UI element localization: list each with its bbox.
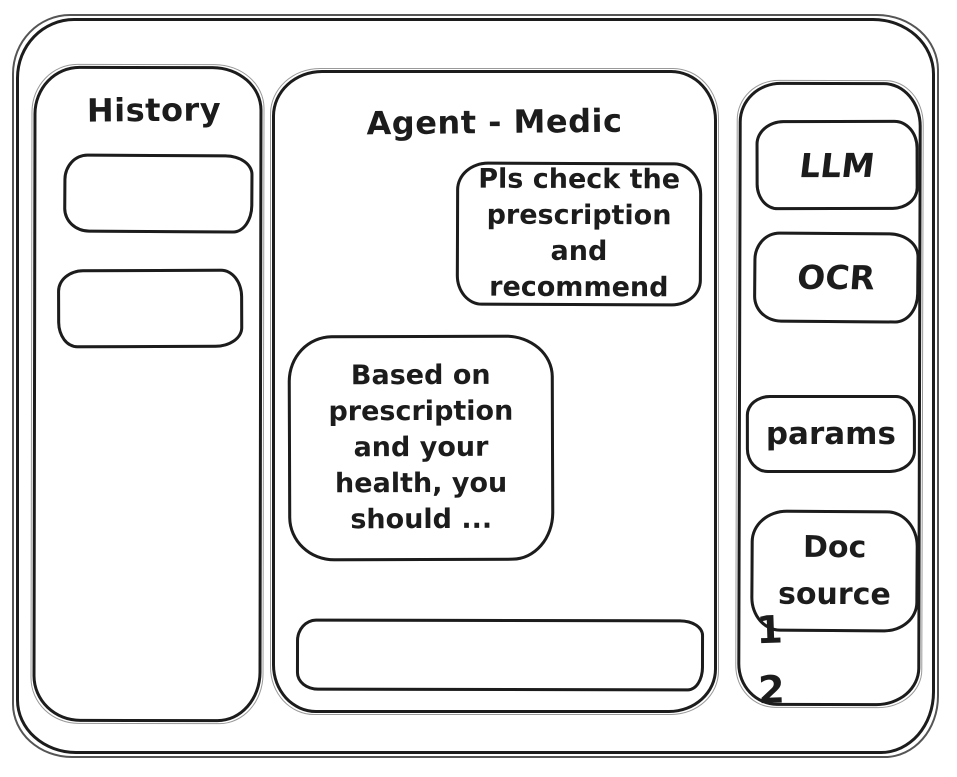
ocr-button-label: OCR [795, 257, 877, 298]
tools-panel: LLM OCR params Doc source 1 2 [737, 81, 922, 713]
history-title: History [86, 90, 222, 130]
chat-panel: Agent - Medic Pls check the prescription… [270, 68, 719, 715]
chat-title: Agent - Medic [366, 101, 623, 143]
user-message-bubble: Pls check the prescription and recommend [455, 161, 703, 307]
doc-source-item-1[interactable]: 1 [755, 607, 784, 653]
history-panel: History [32, 65, 263, 723]
llm-button-label: LLM [797, 145, 877, 185]
params-button-label: params [765, 415, 896, 453]
assistant-message-bubble: Based on prescription and your health, y… [287, 334, 555, 562]
history-item[interactable] [63, 153, 254, 234]
ocr-button[interactable]: OCR [752, 231, 920, 324]
llm-button[interactable]: LLM [755, 119, 919, 211]
doc-source-item-2[interactable]: 2 [757, 667, 786, 713]
params-button[interactable]: params [745, 394, 916, 474]
message-input[interactable] [295, 618, 705, 692]
history-item[interactable] [57, 268, 244, 349]
user-message-text: Pls check the prescription and recommend [478, 163, 681, 304]
doc-source-button-label: Doc source [777, 529, 891, 613]
assistant-message-text: Based on prescription and your health, y… [328, 359, 514, 536]
